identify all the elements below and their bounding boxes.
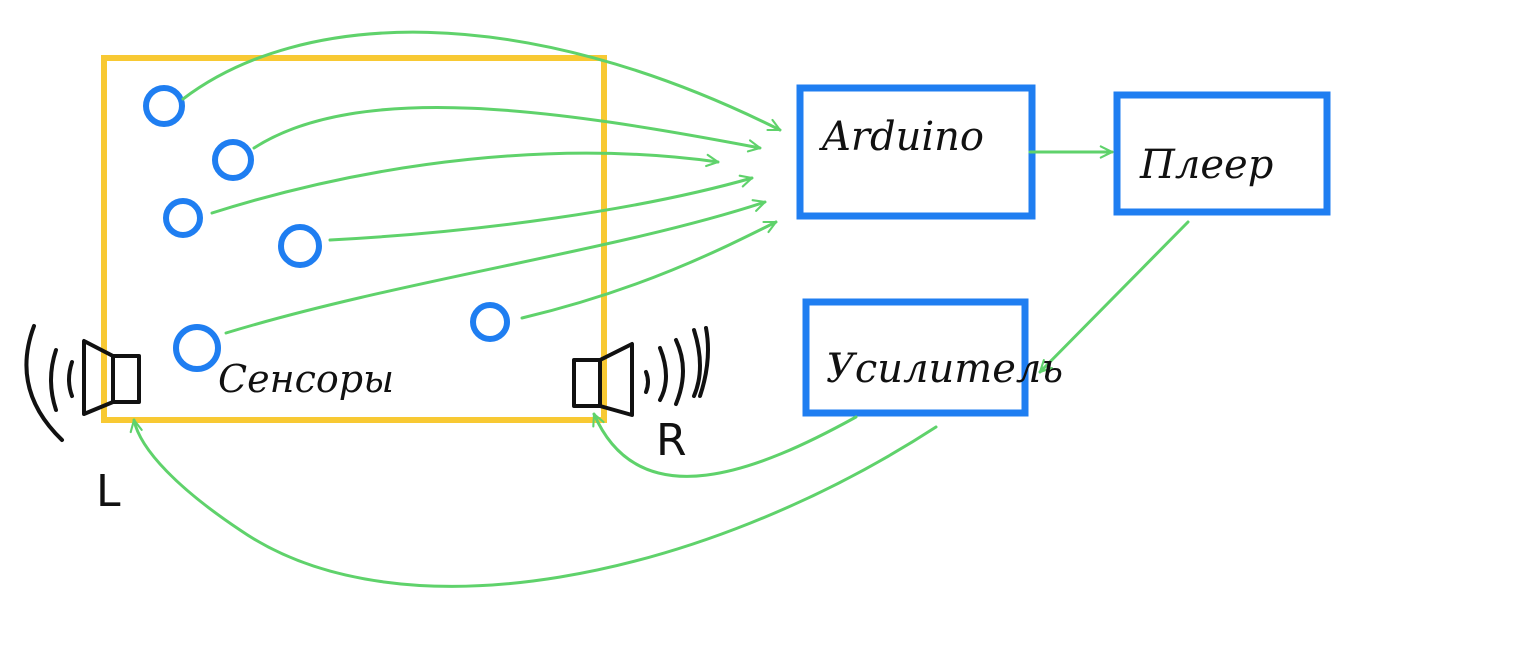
speaker-left-icon [24, 324, 141, 442]
sensor-5 [173, 324, 221, 372]
amplifier-label: Усилитель [826, 346, 1063, 392]
sensor-2 [212, 139, 254, 181]
left-channel-label: L [96, 466, 121, 517]
wire-sensor-3 [210, 151, 720, 215]
wire-player-amplifier [1038, 220, 1190, 374]
wire-sensor-4 [328, 174, 754, 242]
sensor-6 [470, 302, 510, 342]
sensor-3 [163, 198, 203, 238]
sensor-1 [143, 85, 185, 127]
amplifier-box [802, 298, 1029, 417]
signal-wires [129, 145, 1190, 588]
sensors-label: Сенсоры [218, 357, 394, 401]
player-label: Плеер [1139, 142, 1273, 188]
wire-amplifier-right [592, 412, 858, 478]
player-box [1113, 91, 1331, 216]
sensor-wires [181, 30, 782, 335]
wire-sensor-1 [181, 30, 782, 132]
speaker-right-icon [572, 326, 710, 417]
sensor-4 [278, 224, 322, 268]
sensor-area [101, 55, 607, 423]
wire-amplifier-left [129, 418, 938, 588]
wire-sensor-6 [520, 220, 778, 320]
arduino-label: Arduino [818, 114, 984, 160]
wire-sensor-5 [224, 199, 767, 335]
sensor-group [143, 85, 510, 372]
right-channel-label: R [656, 415, 687, 466]
wire-sensor-2 [252, 106, 762, 153]
